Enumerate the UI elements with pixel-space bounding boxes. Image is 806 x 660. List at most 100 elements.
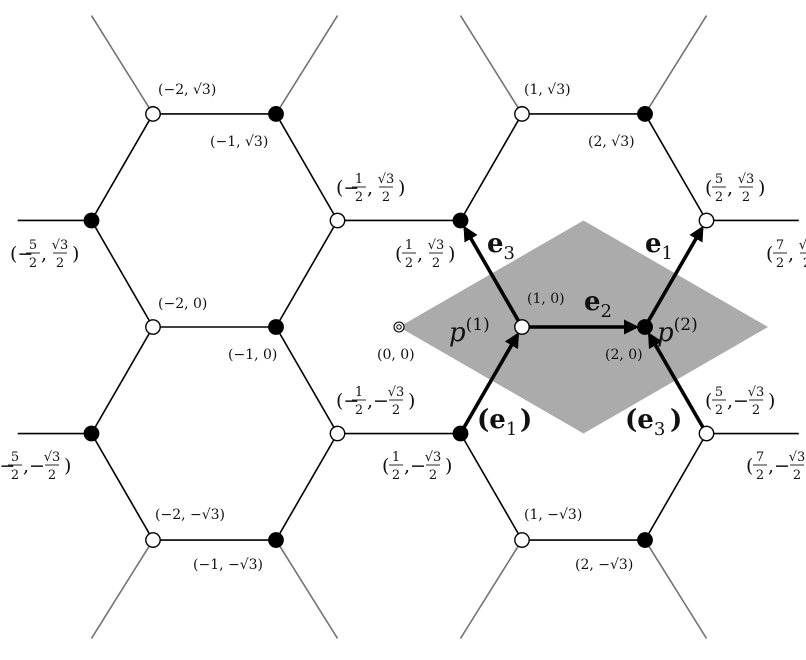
coord-five-s3h-comma: ,: [727, 177, 733, 199]
coord-m-half-s3h-close: ): [398, 177, 405, 199]
coord-five-m-s3h-x: 52: [712, 385, 726, 418]
coord-five-m-s3h-close: ): [768, 390, 775, 412]
coord-seven-s3h-comma: ,: [788, 243, 794, 265]
coord-m-half-s3h-y-num: √3: [378, 172, 395, 187]
coord-seven-m-s3h-comma: ,−: [768, 455, 790, 477]
coord-five-s3h-x-den: 2: [715, 190, 723, 205]
label-e2: e2: [584, 287, 612, 322]
black-site: [83, 212, 100, 229]
coord-m-half-s3h-x-num: 1: [355, 172, 363, 187]
arrow-e3-paren: [647, 332, 709, 435]
white-site: [329, 425, 346, 442]
arrow-e1-paren: [458, 332, 520, 435]
coord-five-m-s3h-y-den: 2: [752, 403, 760, 418]
coord-five-m-s3h-y-num: √3: [748, 385, 765, 400]
coord-five-s3h-x-num: 5: [715, 172, 723, 187]
label-e1-paren-main: (e: [477, 405, 506, 435]
coord-seven-m-s3h-open: (: [746, 455, 753, 477]
coordinate-labels: (−2, √3)(−1, √3)(1, √3)(2, √3)(−2, 0)(−1…: [0, 82, 806, 573]
white-site: [698, 212, 715, 229]
coord-m-five-m-s3h-x-den: 2: [11, 468, 19, 483]
coord-seven-m-s3h-y: √32: [789, 450, 806, 483]
coord-seven-s3h-y: √32: [799, 238, 806, 271]
black-site: [268, 106, 284, 122]
label-p2: p(2): [657, 315, 698, 348]
coord-half-m-s3h-close: ): [445, 455, 452, 477]
lattice-edge: [90, 326, 154, 434]
coord-half-m-s3h-x-num: 1: [392, 450, 400, 465]
coord-m-five-m-s3h-x-num: 5: [11, 450, 19, 465]
coord-half-s3h-y-num: √3: [428, 238, 445, 253]
coord-half-s3h-y-den: 2: [432, 256, 440, 271]
black-site: [268, 319, 284, 335]
label-e3-paren-sub: 3: [654, 419, 665, 440]
lattice-edges: [17, 15, 799, 639]
label-p2-sup: (2): [674, 315, 698, 335]
label-e1-paren-sub: 1: [506, 419, 517, 440]
coord-m-half-m-s3h-open: (−: [336, 390, 359, 412]
coord-m-half-m-s3h-y-den: 2: [392, 403, 400, 418]
basis-vector-arrows: [458, 225, 709, 435]
coord-m-half-m-s3h-x-den: 2: [355, 403, 363, 418]
lattice-edge: [644, 539, 708, 639]
coord-half-m-s3h-y-num: √3: [425, 450, 442, 465]
coord-five-m-s3h-comma: ,−: [727, 390, 749, 412]
lattice-edge: [90, 15, 154, 115]
label-e3-main: e: [487, 229, 504, 259]
lattice-edge: [644, 433, 708, 541]
coord-label: (2, 0): [605, 347, 643, 363]
coord-m-five-m-s3h-y-den: 2: [48, 468, 56, 483]
coord-m-five-s3h-y-den: 2: [56, 256, 64, 271]
coord-m-five-s3h-comma: ,: [41, 243, 47, 265]
coord-seven-s3h-y-den: 2: [803, 256, 806, 271]
white-site: [145, 106, 161, 122]
white-site: [145, 532, 161, 548]
coord-half-s3h-open: (: [395, 243, 402, 265]
label-e3-paren-close: ): [670, 405, 682, 435]
label-p2-main: p: [657, 318, 674, 348]
white-site: [514, 532, 530, 548]
coord-m-half-m-s3h-close: ): [408, 390, 415, 412]
coord-five-m-s3h-x-num: 5: [715, 385, 723, 400]
coord-half-s3h-x-den: 2: [405, 256, 413, 271]
coord-m-five-s3h-open: (−: [10, 243, 33, 265]
black-site: [637, 532, 653, 548]
label-e2-sub: 2: [601, 301, 612, 322]
coord-five-s3h-close: ): [758, 177, 765, 199]
coord-five-s3h-y-num: √3: [738, 172, 755, 187]
coord-label: (−2, −√3): [155, 507, 225, 523]
lattice-edge: [275, 113, 339, 221]
lattice-edge: [90, 113, 154, 221]
label-e3-paren: (e3: [625, 405, 665, 440]
origin-marker-inner: [396, 324, 402, 330]
lattice-edge: [459, 15, 523, 115]
coord-m-half-s3h-x: 12: [352, 172, 366, 205]
black-site: [637, 319, 653, 335]
lattice-edge: [644, 113, 708, 221]
lattice-edge: [275, 15, 339, 115]
coord-five-s3h-y: √32: [738, 172, 755, 205]
label-e1: e1: [645, 229, 673, 264]
label-e3: e3: [487, 229, 515, 264]
lattice-edge: [459, 539, 523, 639]
coord-half-m-s3h-comma: ,−: [404, 455, 426, 477]
lattice-edge: [644, 15, 708, 115]
coord-m-half-m-s3h-y-num: √3: [388, 385, 405, 400]
coord-half-m-s3h-x-den: 2: [392, 468, 400, 483]
coord-label: (−2, √3): [158, 82, 216, 98]
lattice-edge: [90, 433, 154, 541]
coord-label: (1, √3): [524, 82, 571, 98]
white-site: [514, 319, 530, 335]
coord-half-m-s3h-open: (: [382, 455, 389, 477]
coord-half-m-s3h-y-den: 2: [429, 468, 437, 483]
coord-m-half-s3h-y: √32: [378, 172, 395, 205]
coord-m-five-m-s3h-close: ): [64, 455, 71, 477]
label-e1-paren: (e1: [477, 405, 517, 440]
lattice-edge: [275, 539, 339, 639]
coord-seven-m-s3h-y-num: √3: [789, 450, 806, 465]
coord-m-half-m-s3h-x-num: 1: [355, 385, 363, 400]
black-site: [268, 532, 284, 548]
black-site: [637, 106, 653, 122]
